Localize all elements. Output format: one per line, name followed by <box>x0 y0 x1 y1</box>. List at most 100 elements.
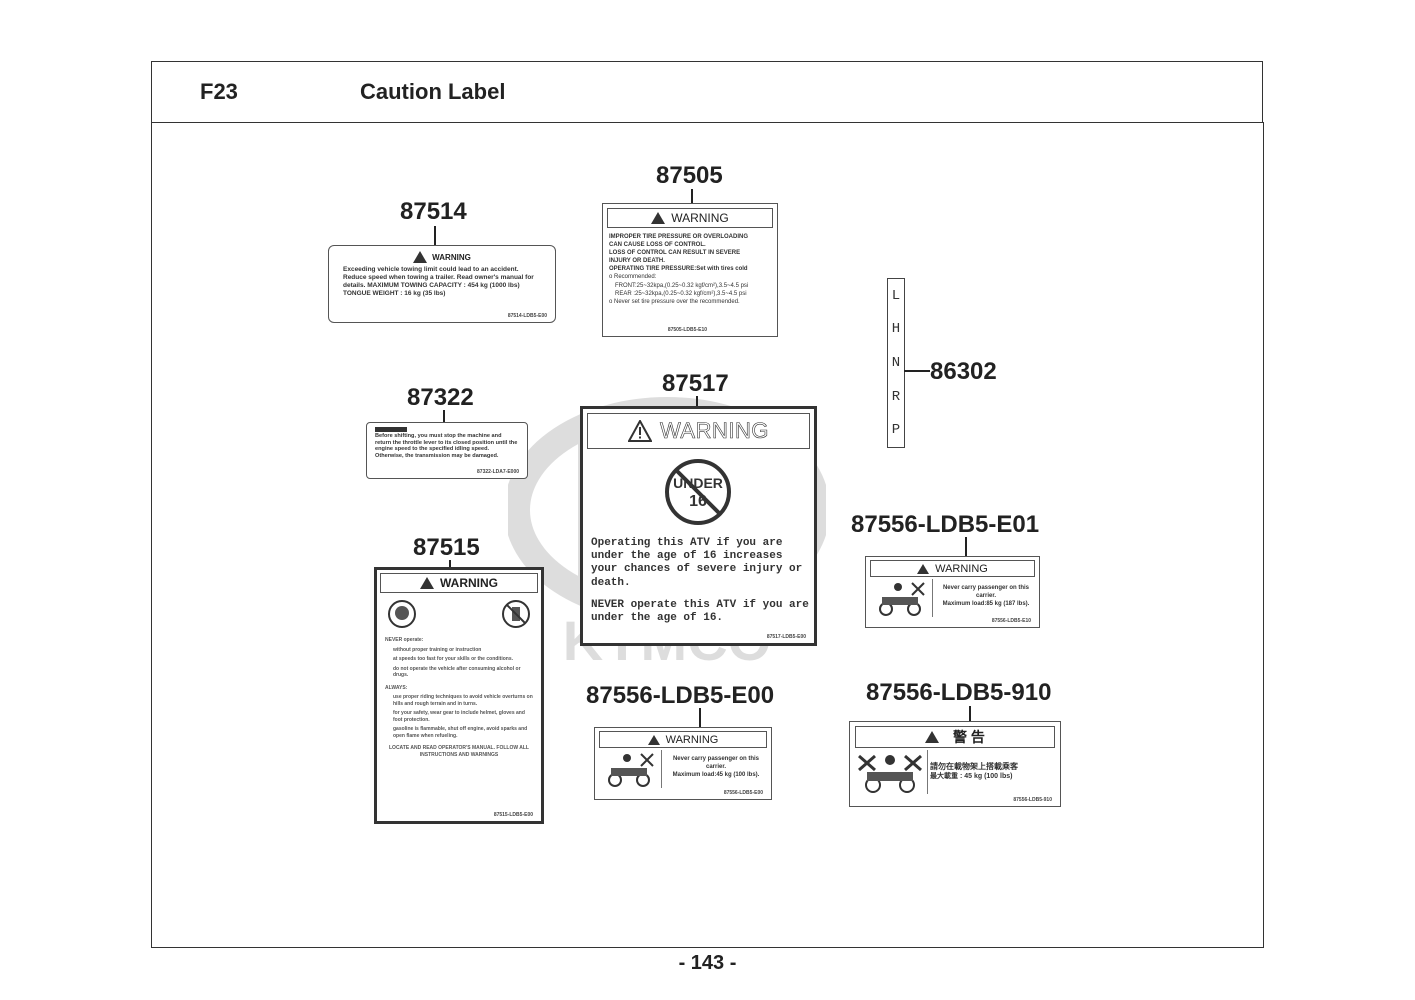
max-load-text: 最大載重 : 45 kg (100 lbs) <box>930 773 1013 781</box>
atv-rider-icon <box>599 750 662 788</box>
label-code: 87505-LDB5-E10 <box>667 327 707 333</box>
label-line: LOSS OF CONTROL CAN RESULT IN SEVERE <box>609 250 741 257</box>
label-line: IMPROPER TIRE PRESSURE OR OVERLOADING <box>609 234 749 240</box>
warning-text: WARNING <box>432 252 471 262</box>
warning-text: WARNING <box>665 733 719 746</box>
leader-line <box>965 537 967 557</box>
label-87322: Before shifting, you must stop the machi… <box>366 422 528 479</box>
max-load-text: Maximum load:85 kg (187 lbs). <box>942 600 1030 607</box>
label-line: FRONT:25~32kpa,(0.25~0.32 kgf/cm²),3.5~4… <box>615 282 749 289</box>
label-87556-ldb5-910: 警 告 請勿在載物架上搭載乘客 最大載重 : 45 kg (100 lbs) 8… <box>849 721 1061 807</box>
prohibition-icon <box>665 459 731 525</box>
label-line: ALWAYS: <box>385 684 408 691</box>
label-warning-head: 警 告 <box>855 726 1055 748</box>
diagram-frame <box>151 122 1264 948</box>
label-code: 87515-LDB5-E00 <box>493 812 533 818</box>
label-warning-head: WARNING <box>380 573 538 593</box>
label-87556-ldb5-e00: WARNING Never carry passenger on this ca… <box>594 727 772 800</box>
warning-text: 警 告 <box>953 729 985 745</box>
carry-text: Never carry passenger on this carrier. M… <box>663 756 769 779</box>
label-87505: WARNING IMPROPER TIRE PRESSURE OR OVERLO… <box>602 203 778 337</box>
part-number-87517: 87517 <box>662 370 729 397</box>
leader-line <box>434 226 436 248</box>
label-code: 87556-LDB5-910 <box>1013 797 1052 803</box>
label-warning-head: WARNING <box>329 251 555 263</box>
never-carry-text: 請勿在載物架上搭載乘客 <box>930 762 1018 771</box>
gear-letter: N <box>891 354 901 371</box>
under-16-symbol: UNDER 16 <box>663 457 733 527</box>
header-title-cell <box>309 61 1263 123</box>
label-line: NEVER operate: <box>385 637 424 643</box>
carry-text: Never carry passenger on this carrier. M… <box>934 585 1038 608</box>
label-line: for your safety, wear gear to include he… <box>393 710 525 723</box>
age-text: 16 <box>689 493 707 510</box>
label-body: Before shifting, you must stop the machi… <box>375 433 518 460</box>
label-warning-head: WARNING <box>599 731 767 748</box>
warning-triangle-icon <box>925 731 940 743</box>
gear-letter: P <box>891 422 901 439</box>
warning-triangle-icon <box>647 734 660 745</box>
label-87515: WARNING NEVER operate: without proper tr… <box>374 567 544 824</box>
part-number-87505: 87505 <box>656 162 723 189</box>
warning-triangle-icon <box>627 420 652 442</box>
atv-rider-icon <box>855 750 928 794</box>
under-text: UNDER <box>673 475 723 491</box>
label-line: CAN CAUSE LOSS OF CONTROL. <box>609 242 706 249</box>
label-line: without proper training or instruction <box>393 646 482 653</box>
atv-rider-icon <box>870 579 933 617</box>
label-warning-head: WARNING <box>587 413 810 449</box>
leader-line <box>969 706 971 722</box>
label-line: o Recommended: <box>609 274 657 281</box>
gear-letter: R <box>891 388 901 405</box>
label-line: at speeds too fast for your skills or th… <box>393 656 514 662</box>
warning-text: WARNING <box>440 576 498 590</box>
label-body: NEVER operate: without proper training o… <box>377 631 541 764</box>
leader-line <box>449 560 451 570</box>
part-number-87514: 87514 <box>400 198 467 225</box>
gear-letter: L <box>891 287 901 304</box>
label-body: IMPROPER TIRE PRESSURE OR OVERLOADING CA… <box>603 228 777 311</box>
warning-triangle-icon <box>413 251 428 263</box>
no-alcohol-icon <box>502 600 530 628</box>
label-line: gasoline is flammable, shut off engine, … <box>393 726 528 739</box>
part-number-87556-ldb5-e01: 87556-LDB5-E01 <box>851 511 1040 538</box>
warning-triangle-icon <box>917 563 930 574</box>
label-code: 87514-LDB5-E00 <box>507 313 547 319</box>
part-number-87556-ldb5-910: 87556-LDB5-910 <box>866 679 1052 706</box>
part-number-86302: 86302 <box>930 358 997 385</box>
leader-line <box>904 370 930 372</box>
label-line: OPERATING TIRE PRESSURE:Set with tires c… <box>609 266 748 273</box>
warning-text: WARNING <box>671 211 729 225</box>
leader-line <box>696 396 698 408</box>
label-warning-head: WARNING <box>870 560 1035 577</box>
never-carry-text: Never carry passenger on this carrier. <box>672 756 760 770</box>
gear-letter: H <box>891 321 901 338</box>
label-black-tab <box>375 427 407 432</box>
carry-text-chinese: 請勿在載物架上搭載乘客 最大載重 : 45 kg (100 lbs) <box>930 762 1058 781</box>
part-number-87322: 87322 <box>407 384 474 411</box>
label-warning-head: WARNING <box>607 208 773 228</box>
warning-triangle-icon <box>420 577 434 589</box>
page-title: Caution Label <box>360 79 506 104</box>
page-number: - 143 - <box>678 952 737 974</box>
label-line: use proper riding techniques to avoid ve… <box>393 694 533 707</box>
leader-line <box>443 410 445 424</box>
helmet-icon <box>388 600 416 628</box>
label-line: do not operate the vehicle after consumi… <box>393 665 521 679</box>
label-code: 87556-LDB5-E10 <box>991 618 1031 624</box>
label-code: 87517-LDB5-E00 <box>766 634 806 640</box>
max-load-text: Maximum load:45 kg (100 lbs). <box>672 771 760 778</box>
part-number-87515: 87515 <box>413 534 480 561</box>
warning-triangle-icon <box>651 212 666 224</box>
part-number-87556-ldb5-e00: 87556-LDB5-E00 <box>586 682 775 709</box>
label-87517: WARNING UNDER 16 Operating this ATV if y… <box>580 406 817 646</box>
warning-text: WARNING <box>935 562 988 575</box>
label-body: Exceeding vehicle towing limit could lea… <box>343 266 534 298</box>
label-87514: WARNING Exceeding vehicle towing limit c… <box>328 245 556 323</box>
gear-indicator-86302: L H N R P <box>887 278 905 448</box>
leader-line <box>691 189 693 205</box>
label-line: LOCATE AND READ OPERATOR'S MANUAL. FOLLO… <box>389 745 529 758</box>
section-code: F23 <box>200 79 238 104</box>
label-line: REAR :25~32kpa,(0.25~0.32 kgf/cm²),3.5~4… <box>615 290 747 297</box>
label-icons-row <box>377 593 541 631</box>
